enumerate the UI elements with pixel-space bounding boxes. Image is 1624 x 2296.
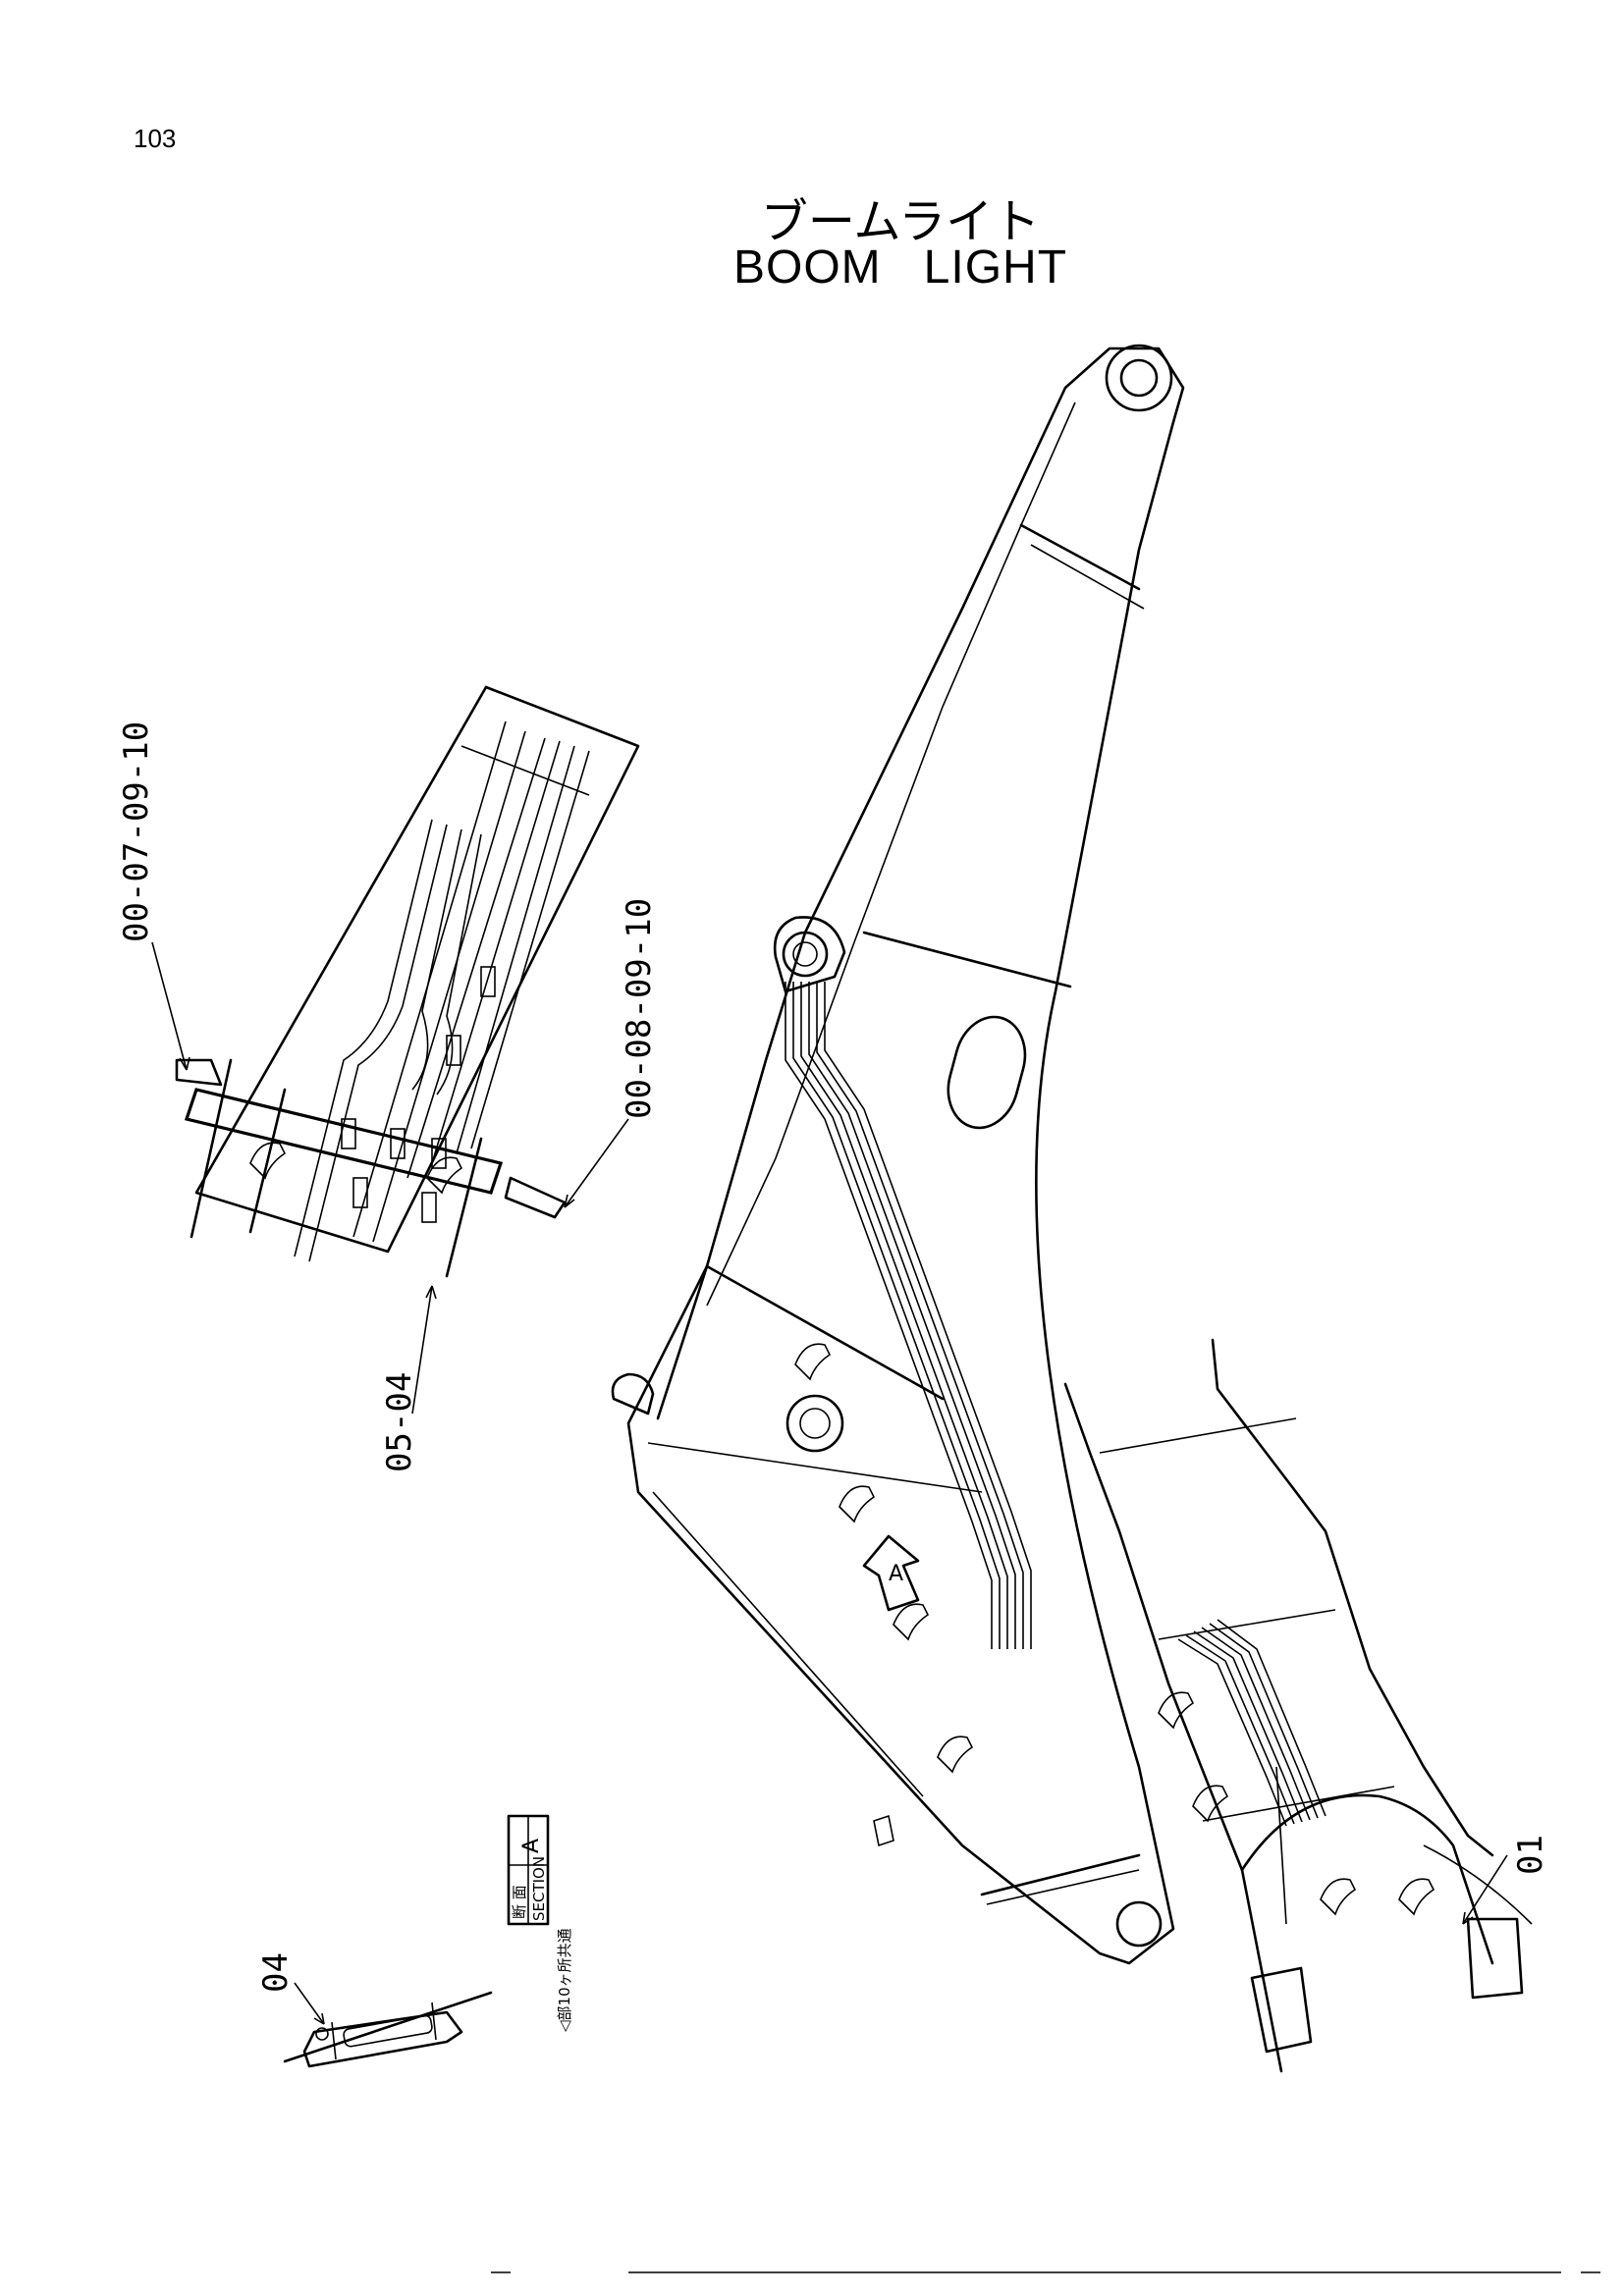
leader-lower-left [294,1982,325,2025]
leader-upper-right [564,1118,629,1208]
callout-right: 01 [1511,1835,1550,1875]
section-label-en: SECTION [530,1856,548,1921]
callout-middle: 05-04 [380,1372,419,1472]
leader-middle [411,1285,433,1415]
main-boom: A [611,344,1185,1965]
callout-upper-left: 00-07-09-10 [117,721,156,942]
section-label-jp: 断 面 [511,1885,528,1919]
title-japanese: ブームライト [760,194,1041,249]
section-note: ◁部10ヶ所共通 [556,1928,573,2032]
leader-right [1462,1854,1508,1925]
callout-lower-left: 04 [256,1952,296,1993]
cable-ladder-detail [175,685,640,1278]
boom-foot-detail [1063,1338,1533,2073]
view-arrow-label: A [889,1562,903,1586]
section-letter: A [519,1839,544,1853]
title-english: BOOM LIGHT [732,241,1068,294]
leader-upper-left [151,941,188,1071]
page-number: 103 [134,124,177,153]
section-a-detail [283,1991,493,2068]
callout-upper-right: 00-08-09-10 [620,898,659,1119]
section-box: 断 面 SECTION A [507,1814,550,1926]
